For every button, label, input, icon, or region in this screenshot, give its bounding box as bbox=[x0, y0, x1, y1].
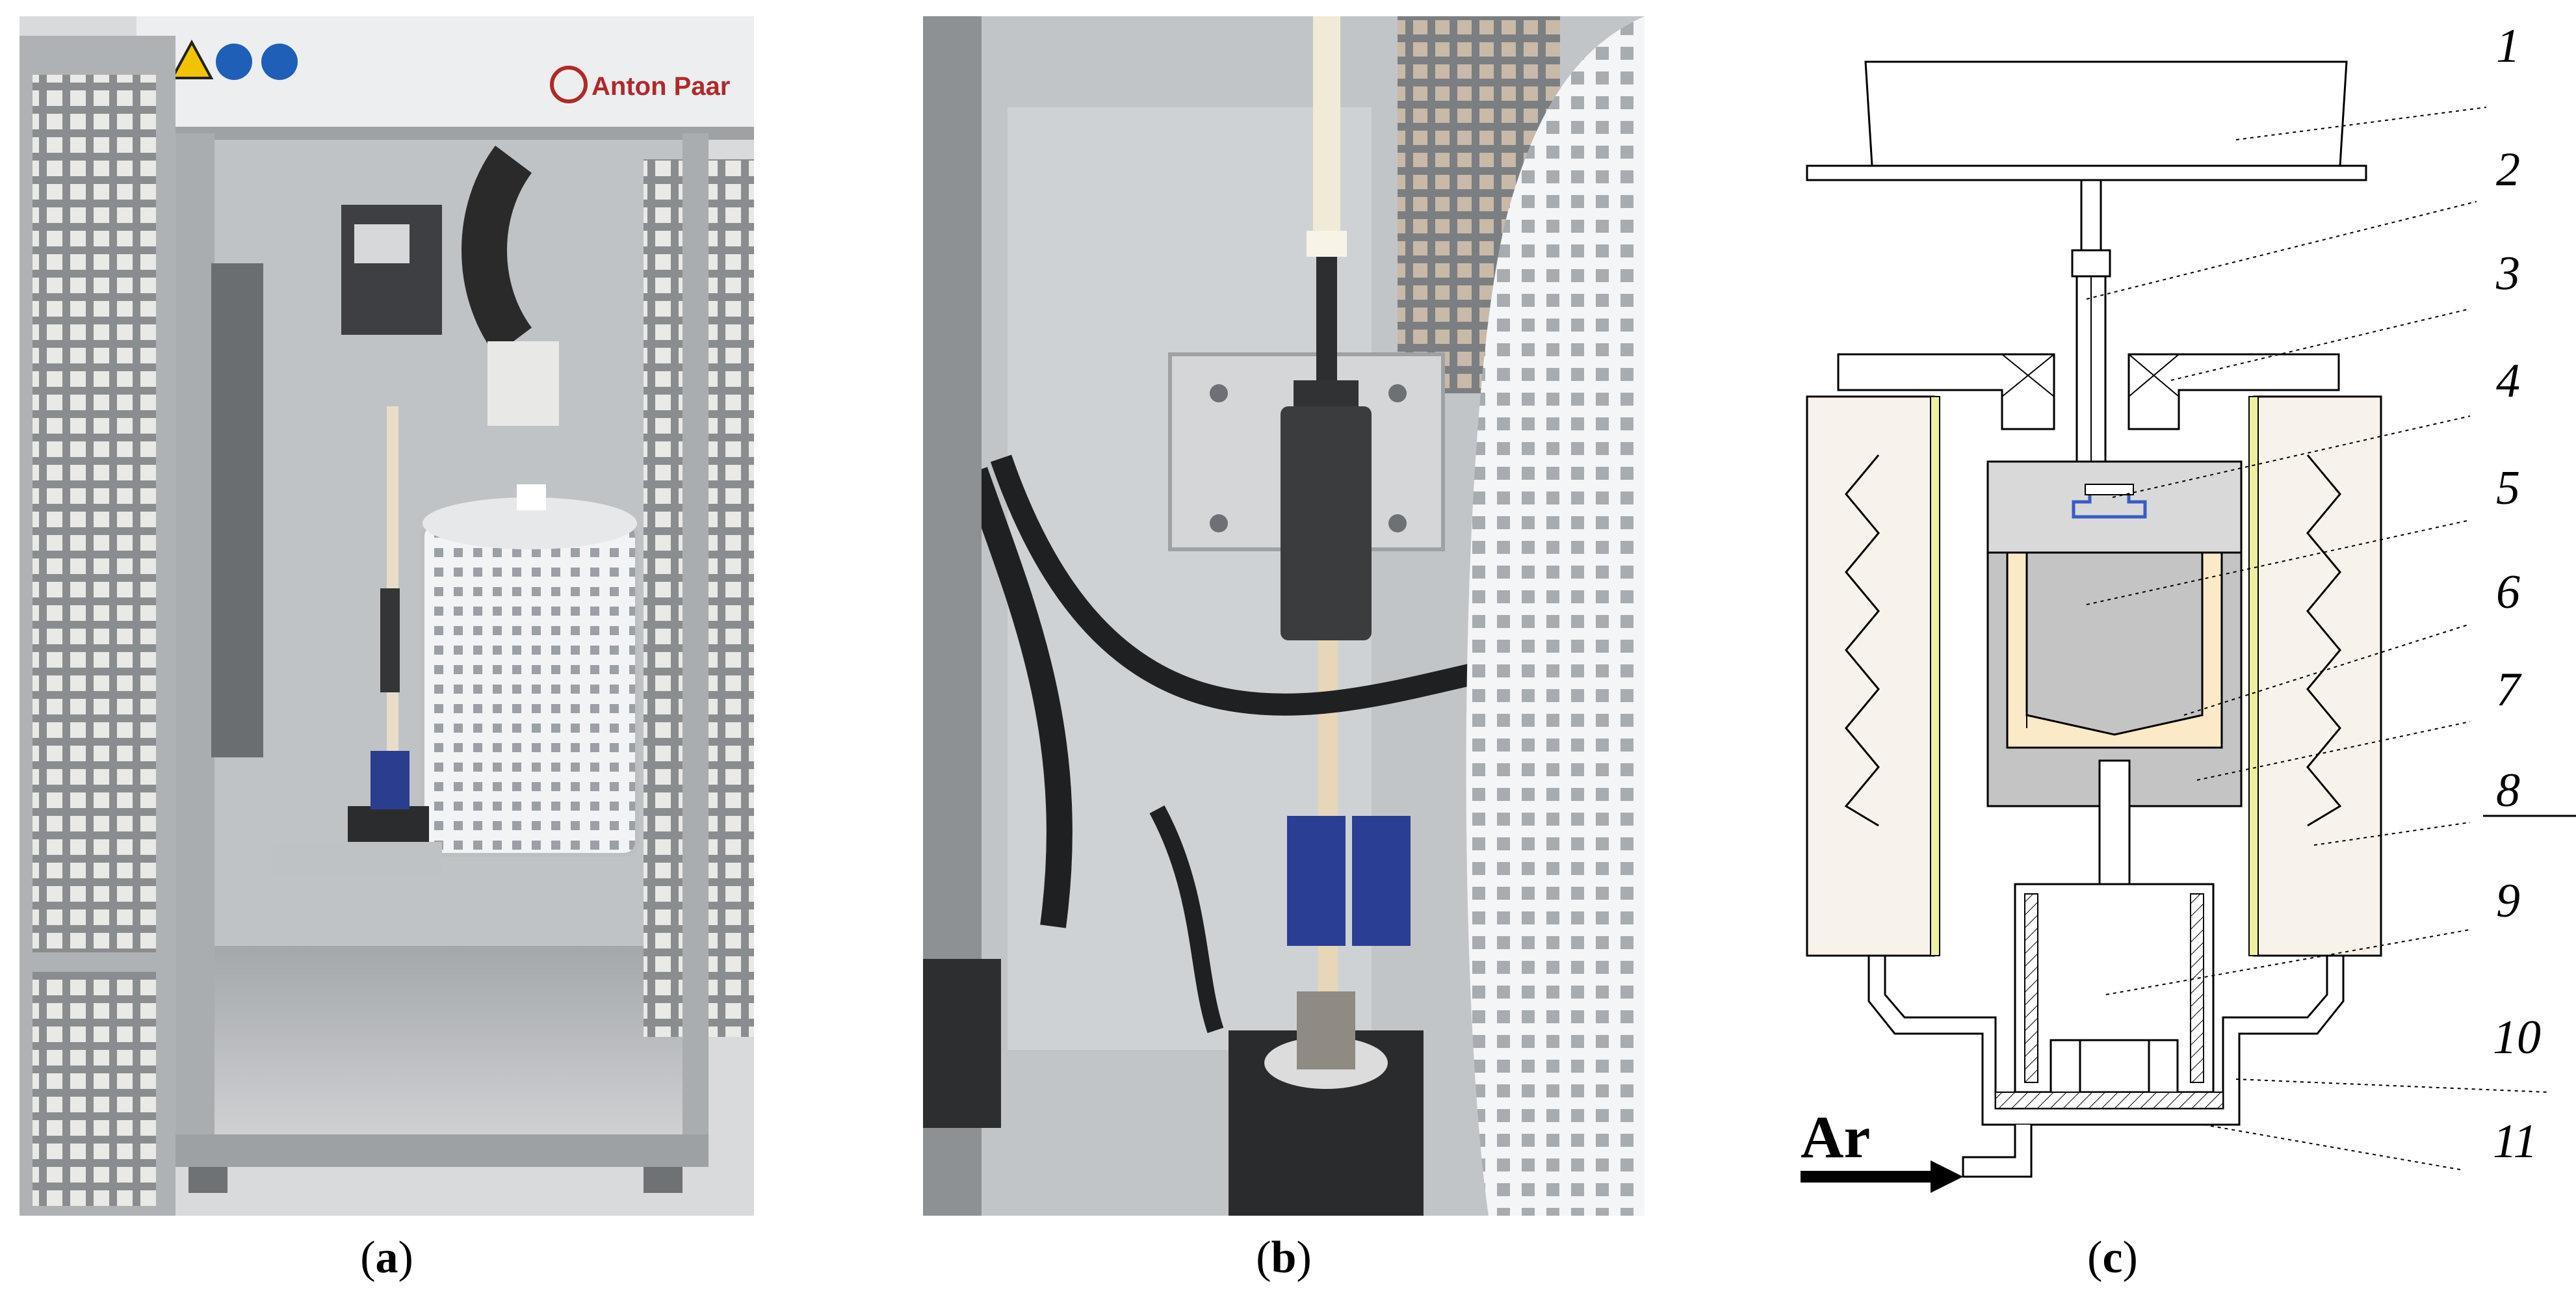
closeup-illustration bbox=[923, 16, 1645, 1216]
callout-4: 4 bbox=[2496, 354, 2520, 408]
schematic-diagram: Ar 1 2 3 4 5 6 7 8 9 10 1 bbox=[1801, 20, 2576, 1193]
photo-cabinet: Anton Paar bbox=[20, 16, 754, 1216]
crucible-lid bbox=[1986, 460, 2243, 554]
caption-a: (a) bbox=[360, 1233, 413, 1283]
panel-a: Anton Paar (a) bbox=[20, 16, 754, 1283]
element-right bbox=[2248, 396, 2259, 956]
gas-inlet-pipe bbox=[1962, 1125, 2033, 1178]
coil-left bbox=[1844, 454, 1880, 827]
bottom-housing bbox=[1867, 956, 2345, 1126]
measuring-head bbox=[1864, 60, 2348, 167]
top-cover-right bbox=[2127, 353, 2340, 430]
callout-11: 11 bbox=[2493, 1115, 2538, 1168]
measuring-bob bbox=[2025, 551, 2204, 736]
callout-7: 7 bbox=[2496, 663, 2522, 716]
panel-b: (b) bbox=[923, 16, 1645, 1283]
gas-label: Ar bbox=[1801, 1104, 1870, 1170]
callout-10: 10 bbox=[2493, 1011, 2541, 1064]
photo-closeup bbox=[923, 16, 1645, 1216]
caption-a-letter: a bbox=[375, 1233, 398, 1283]
callout-5: 5 bbox=[2496, 462, 2520, 515]
caption-b: (b) bbox=[1256, 1233, 1312, 1283]
leader-lines bbox=[2086, 107, 2549, 1171]
cabinet-illustration bbox=[20, 16, 754, 1216]
element-left bbox=[1930, 396, 1940, 956]
callout-1: 1 bbox=[2496, 20, 2520, 73]
panel-c: Ar 1 2 3 4 5 6 7 8 9 10 1 bbox=[1781, 0, 2576, 1308]
caption-c: (c) bbox=[2087, 1233, 2138, 1283]
coil-right bbox=[2306, 454, 2342, 827]
logo-text: Anton Paar bbox=[592, 72, 731, 101]
bob-holder bbox=[2072, 494, 2147, 519]
callout-8: 8 bbox=[2496, 764, 2520, 817]
callout-2: 2 bbox=[2496, 143, 2520, 196]
head-flange bbox=[1806, 164, 2367, 181]
callout-6: 6 bbox=[2496, 566, 2520, 619]
caption-b-letter: b bbox=[1271, 1233, 1297, 1283]
caption-c-letter: c bbox=[2102, 1233, 2123, 1283]
heater-left bbox=[1806, 395, 1935, 957]
callout-3: 3 bbox=[2495, 247, 2520, 300]
callout-9: 9 bbox=[2496, 874, 2520, 928]
